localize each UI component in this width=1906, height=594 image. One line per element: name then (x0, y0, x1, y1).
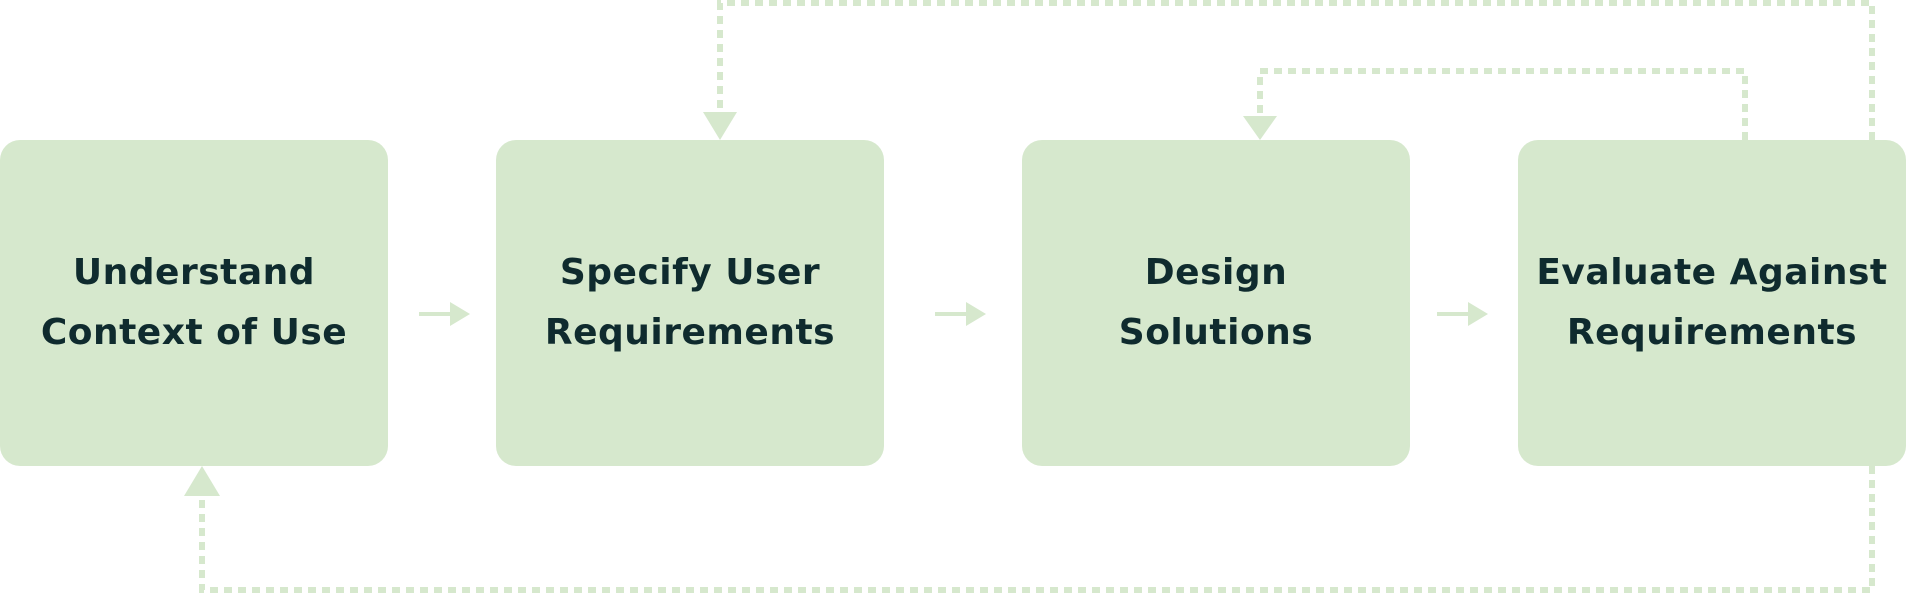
forward-arrow-3-4 (1437, 302, 1488, 326)
step-specify-requirements: Specify User Requirements (496, 140, 884, 466)
step-design-solutions: Design Solutions (1022, 140, 1410, 466)
step-label-line: Specify User (559, 252, 821, 293)
step-label-line: Understand (72, 252, 316, 293)
step-label: Evaluate Against Requirements (1536, 243, 1887, 363)
step-label-line: Design (1144, 252, 1288, 293)
step-label-line: Requirements (544, 312, 836, 353)
step-evaluate-requirements: Evaluate Against Requirements (1518, 140, 1906, 466)
step-label-line: Evaluate Against (1536, 252, 1888, 293)
step-label-line: Solutions (1118, 312, 1314, 353)
step-label: Design Solutions (1119, 243, 1313, 363)
step-label: Specify User Requirements (545, 243, 835, 363)
step-label-line: Context of Use (40, 312, 348, 353)
forward-arrow-2-3 (935, 302, 986, 326)
step-understand-context: Understand Context of Use (0, 140, 388, 466)
feedback-arrow-4-2 (703, 0, 1875, 140)
forward-arrow-1-2 (419, 302, 470, 326)
feedback-arrow-4-3 (1243, 68, 1748, 140)
feedback-arrow-4-1 (184, 466, 1875, 593)
step-label: Understand Context of Use (41, 243, 347, 363)
step-label-line: Requirements (1566, 312, 1858, 353)
